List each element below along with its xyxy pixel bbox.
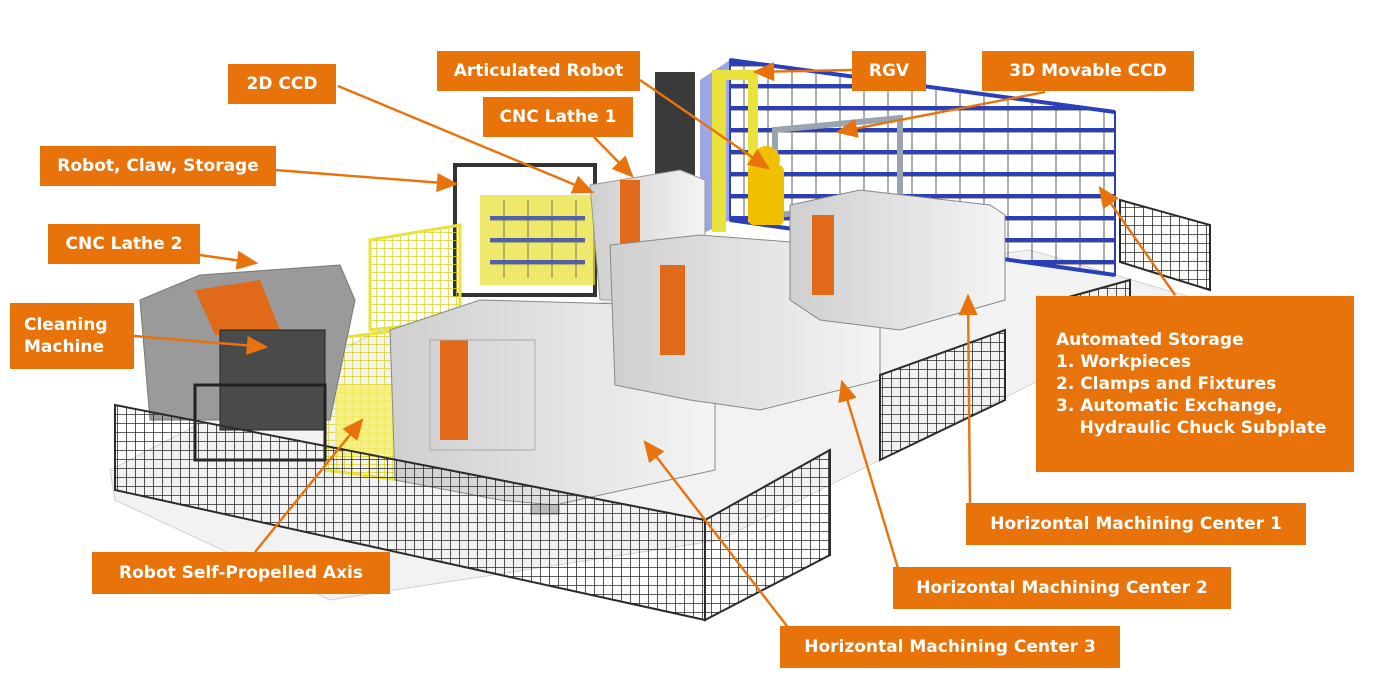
arrow-robot-axis [254,418,364,553]
storage-item-1: 1. Workpieces [1056,352,1191,372]
label-hmc-1: Horizontal Machining Center 1 [966,503,1306,545]
robot-claw-storage [453,163,597,297]
arrow-robot-claw-storage [274,168,459,193]
storage-item-3: 3. Automatic Exchange, [1056,396,1283,416]
arrow-cnc-lathe-1 [589,132,634,178]
label-automated-storage: Automated Storage 1. Workpieces 2. Clamp… [1036,296,1354,472]
storage-item-2: 2. Clamps and Fixtures [1056,374,1277,394]
arrow-cleaning-machine [133,334,269,355]
label-cnc-lathe-2: CNC Lathe 2 [48,224,200,264]
cleaning-machine [193,329,327,462]
cleaning-line-1: Cleaning [24,315,108,335]
fence-front-middle [704,448,831,622]
label-2d-ccd: 2D CCD [228,64,336,104]
label-hmc-2: Horizontal Machining Center 2 [893,567,1231,609]
label-robot-claw-storage: Robot, Claw, Storage [40,146,276,186]
yellow-tray [335,385,395,455]
cleaning-line-2: Machine [24,337,105,357]
arrow-cnc-lathe-2 [199,250,259,270]
arrow-hmc-1 [958,293,978,508]
annotation-arrows [133,62,1176,631]
fence-right [879,328,1006,462]
label-3d-movable-ccd: 3D Movable CCD [982,51,1194,91]
arrow-hmc-2 [838,379,902,576]
label-cnc-lathe-1: CNC Lathe 1 [483,97,633,137]
arrow-rgv [752,62,853,82]
label-hmc-3: Horizontal Machining Center 3 [780,626,1120,668]
rgv-gantry [712,70,758,232]
horizontal-machining-center-1 [789,189,1006,331]
fence-back-right [1119,198,1211,292]
label-cleaning-machine: Cleaning Machine [10,303,134,369]
storage-title: Automated Storage [1056,330,1244,350]
arrow-hmc-3 [643,440,791,631]
label-robot-self-propelled-axis: Robot Self-Propelled Axis [92,552,390,594]
arrow-3d-ccd [835,90,1046,138]
arrow-articulated-robot [639,79,770,170]
label-articulated-robot: Articulated Robot [437,51,640,91]
storage-item-3b: Hydraulic Chuck Subplate [1056,418,1327,438]
arrow-automated-storage [1098,186,1176,296]
arrow-2d-ccd [337,84,595,194]
label-rgv: RGV [852,51,926,91]
